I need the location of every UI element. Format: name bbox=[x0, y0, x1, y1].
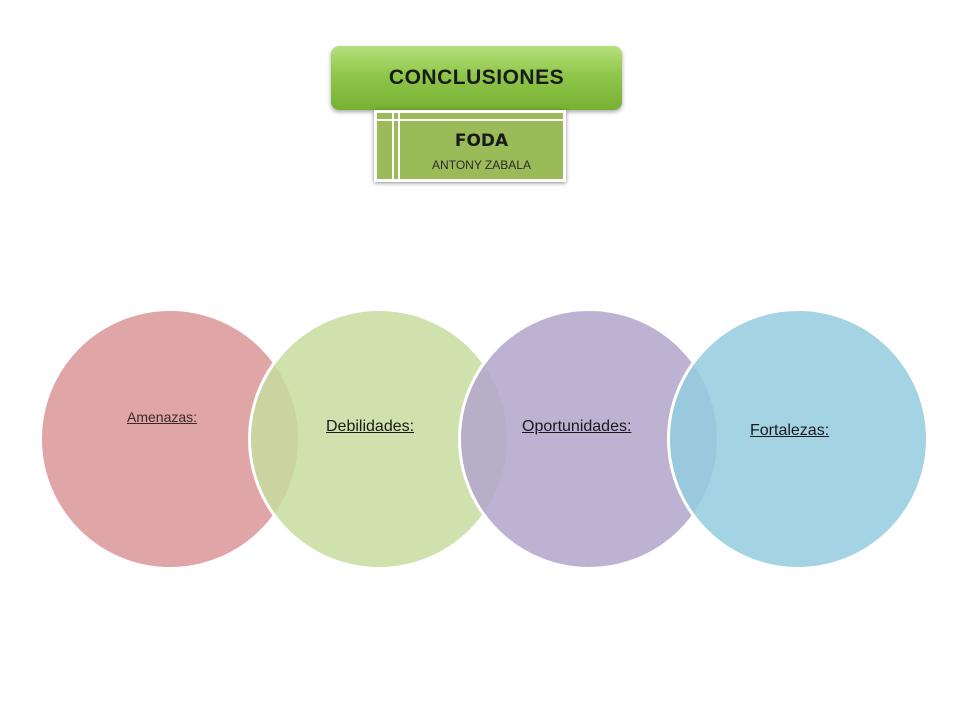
label-oportunidades: Oportunidades: bbox=[522, 418, 632, 435]
subtitle-box: FODA ANTONY ZABALA bbox=[374, 110, 566, 182]
label-amenazas: Amenazas: bbox=[127, 409, 198, 425]
title-banner: CONCLUSIONES bbox=[331, 46, 622, 110]
label-fortalezas: Fortalezas: bbox=[750, 422, 830, 439]
circle-fortalezas bbox=[667, 308, 929, 570]
subtitle-title: FODA bbox=[454, 131, 509, 151]
circle-amenazas bbox=[39, 308, 301, 570]
decorative-stripe bbox=[398, 113, 400, 179]
decorative-stripe bbox=[392, 113, 394, 179]
label-debilidades: Debilidades: bbox=[326, 418, 415, 435]
subtitle-author: ANTONY ZABALA bbox=[432, 158, 531, 172]
decorative-stripe bbox=[377, 119, 563, 121]
page-title: CONCLUSIONES bbox=[388, 66, 565, 89]
